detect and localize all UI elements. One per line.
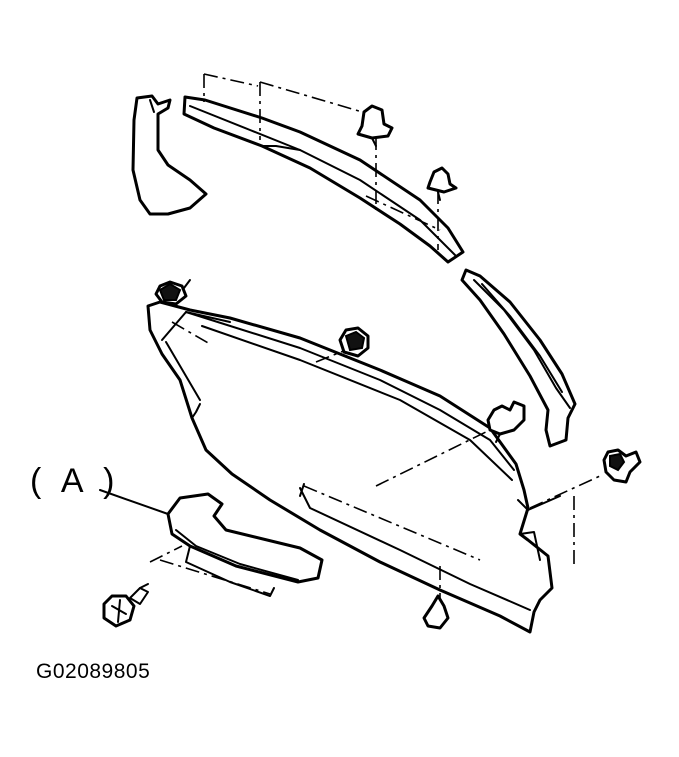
panel-clip-middle: [338, 326, 370, 358]
far-right-clip: [602, 448, 642, 484]
upper-rail-clip-1: [356, 104, 394, 147]
upper-trim-rail: [182, 95, 465, 264]
panel-clip-right: [486, 400, 526, 443]
main-panel-projection-lines: [149, 321, 601, 610]
callout-a-label: ( A ): [30, 462, 121, 500]
right-pillar-trim: [460, 268, 577, 448]
part-a-grip-handle: [166, 492, 324, 597]
upper-rail-clip-2: [426, 166, 458, 201]
main-trim-panel: [146, 300, 561, 634]
part-a-screw: [102, 583, 149, 628]
panel-clip-top-left: [154, 279, 191, 306]
rail-projection-lines: [203, 73, 441, 250]
callout-a-leader-line: [99, 489, 169, 515]
upper-left-side-trim: [131, 94, 208, 216]
panel-clip-bottom: [422, 594, 450, 630]
figure-code: G02089805: [36, 660, 151, 683]
